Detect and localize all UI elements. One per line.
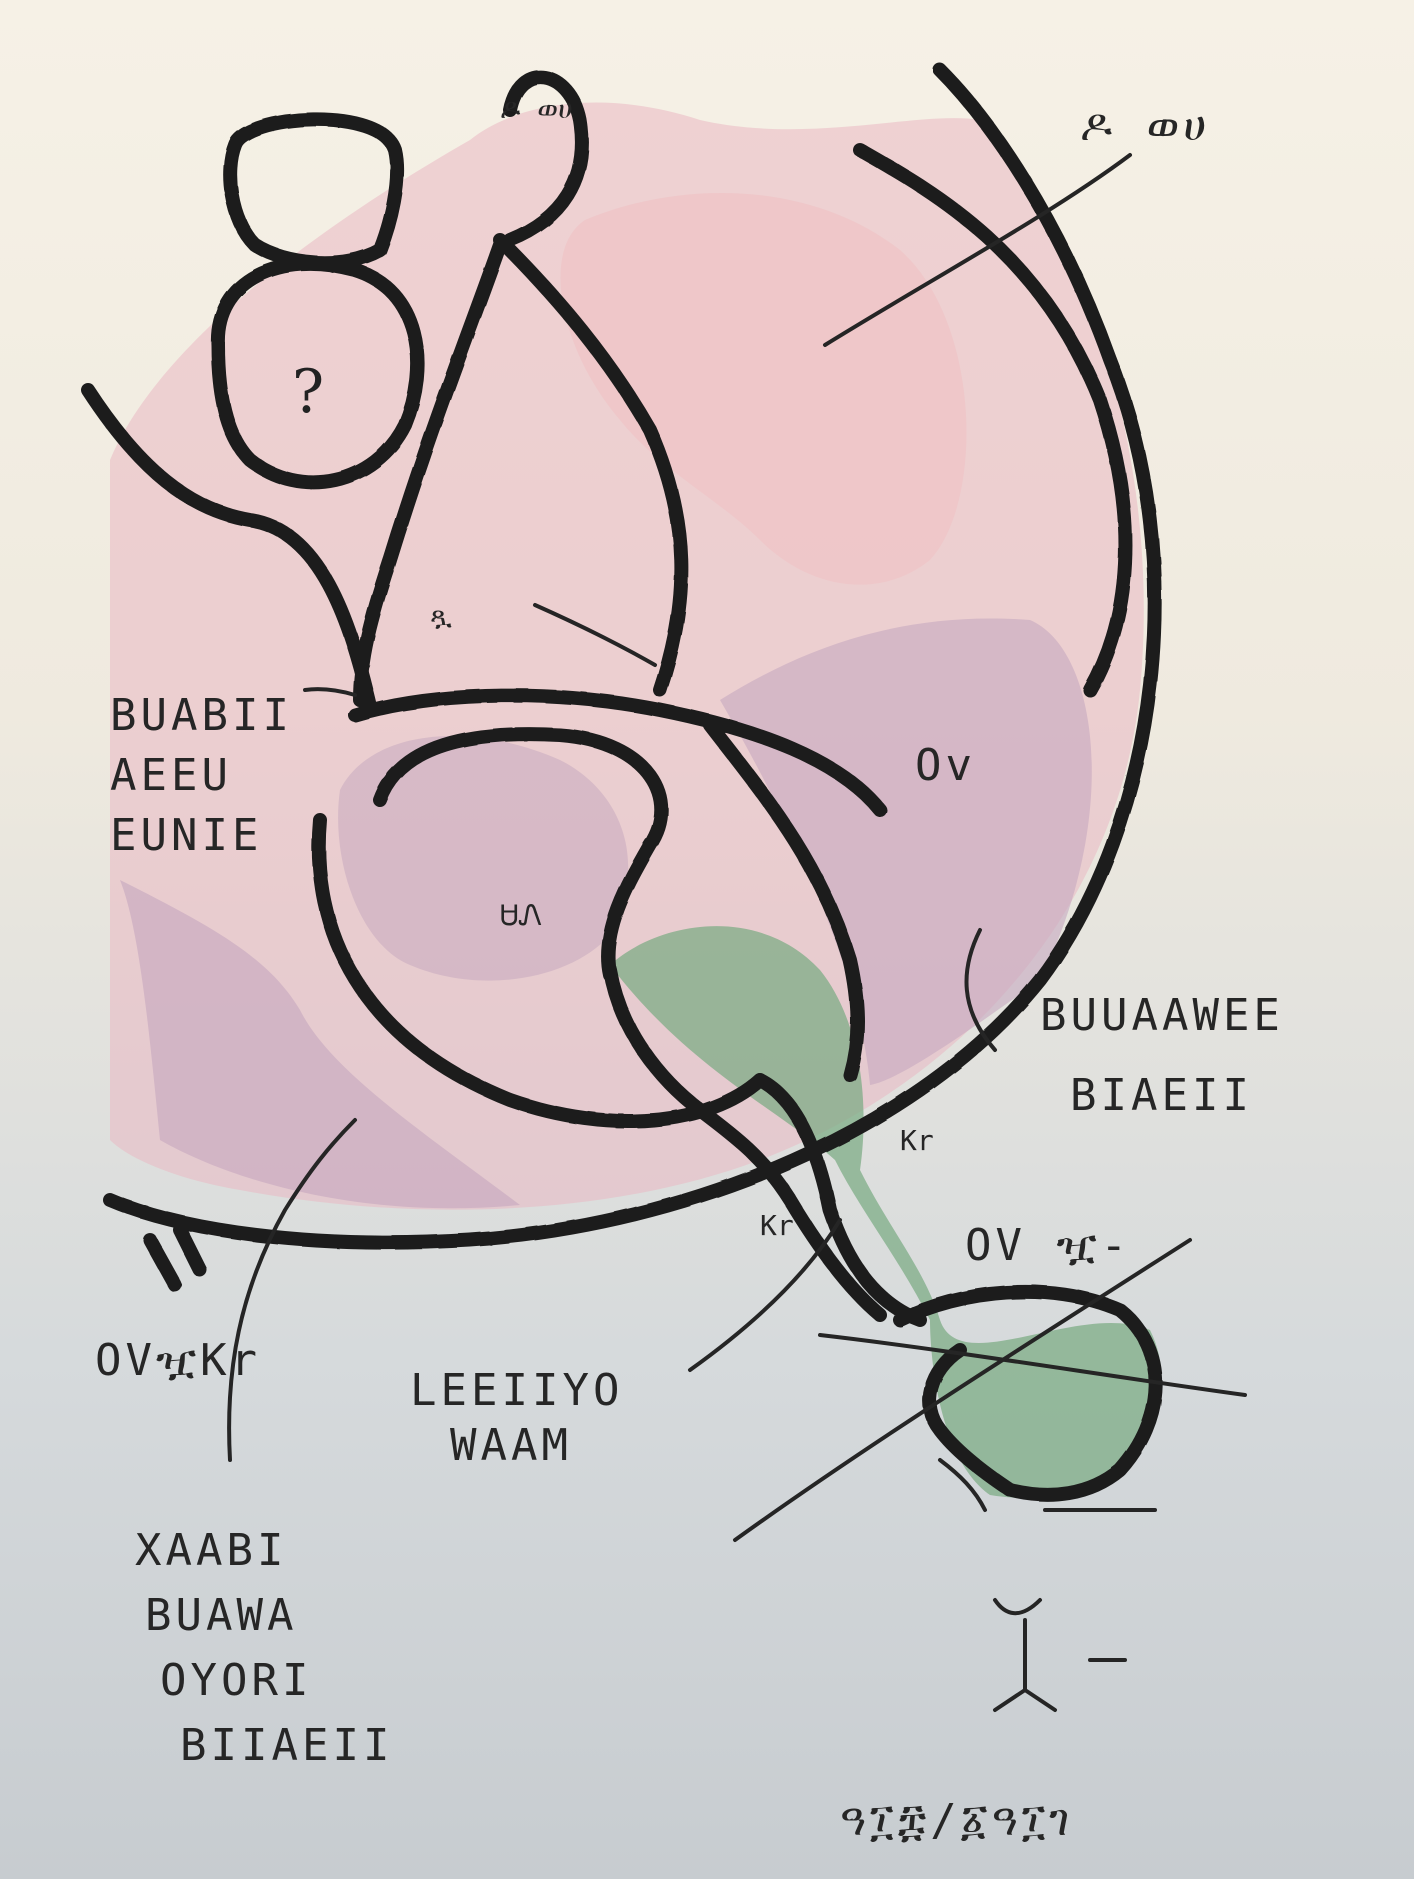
- label-waam: WAAM: [450, 1420, 572, 1471]
- label-oyori: OYORI: [160, 1655, 312, 1706]
- small-kr-right: Kr: [900, 1124, 934, 1157]
- label-buuaawee: BUUAAWEE: [1040, 990, 1284, 1041]
- question-mark-icon: ?: [292, 357, 324, 427]
- middle-glyph-symbol: ጿ: [430, 599, 452, 632]
- label-biiaeii: BIIAEII: [180, 1720, 393, 1771]
- lower-left-small-vertical: [150, 1240, 175, 1285]
- label-buawa: BUAWA: [145, 1590, 297, 1641]
- label-leeiiyo: LEEIIYO: [410, 1365, 623, 1416]
- upper-glyph-symbol: ዶ ወሀ: [500, 92, 573, 125]
- lower-glyph-symbol: ᏌᏁ: [500, 899, 542, 932]
- label-ovyr-right: OV ዧ-: [965, 1220, 1131, 1271]
- label-buabii: BUABII: [110, 690, 293, 741]
- label-aeeu: AEEU: [110, 750, 232, 801]
- right-ov-symbol: Ov: [915, 740, 976, 791]
- stick-figure-body: [995, 1600, 1125, 1710]
- label-ovykr-left: OVዧKr: [95, 1335, 261, 1386]
- label-date: ዓ፲፰/፩ዓ፲ገ: [840, 1795, 1073, 1846]
- label-xaabi: XAABI: [135, 1525, 287, 1576]
- label-top-right: ዶ ወሀ: [1080, 100, 1210, 151]
- label-biaeii: BIAEII: [1070, 1070, 1253, 1121]
- small-kr-left: Kr: [760, 1209, 794, 1242]
- lower-left-small-vertical-2: [180, 1230, 200, 1270]
- label-eunie: EUNIE: [110, 810, 262, 861]
